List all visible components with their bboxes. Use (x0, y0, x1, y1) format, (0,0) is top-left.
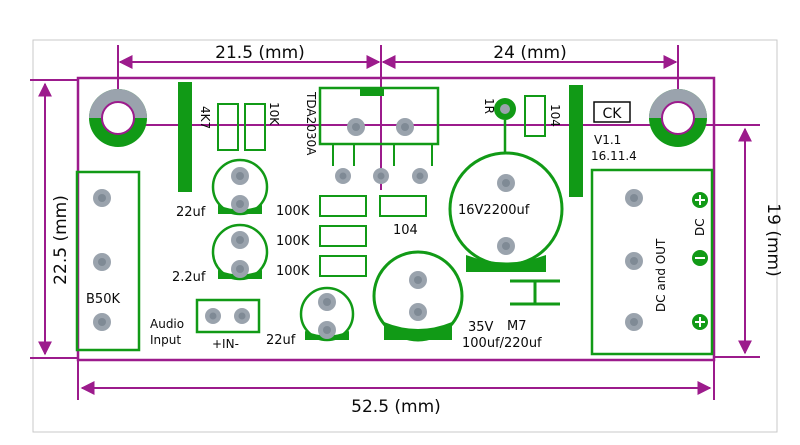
4k7-label: 4K7 (198, 106, 212, 129)
capacitor-2-2uf (211, 223, 269, 281)
potentiometer-outline (75, 170, 141, 352)
10k-top-label: 10K (267, 102, 281, 126)
potentiometer-pads (93, 189, 111, 331)
dim-top-right-label: 24 (mm) (493, 43, 566, 63)
dim-top-left-label: 21.5 (mm) (215, 43, 305, 63)
capacitor-104-top (524, 95, 546, 137)
mounting-hole-left (89, 89, 147, 147)
audio-input-connector (195, 298, 261, 334)
silkscreen-bar-left (178, 82, 192, 192)
mounting-hole-right (649, 89, 707, 147)
2-2uf-label: 2.2uf (172, 270, 206, 285)
100k-3-label: 100K (276, 264, 310, 279)
m7-label: M7 (507, 319, 527, 334)
dim-left-label: 22.5 (mm) (51, 195, 71, 285)
1r-label: 1R (482, 98, 496, 114)
dim-bottom: 52.5 (mm) (77, 360, 715, 417)
minus-icon (692, 250, 708, 266)
ck-box (593, 101, 631, 123)
dim-top-right: 24 (mm) (381, 43, 679, 125)
ck-label: CK (603, 106, 623, 122)
version-label: V1.1 (594, 133, 621, 147)
ic-pads (332, 118, 433, 184)
silkscreen-bar-right (569, 85, 583, 197)
ic-notch (360, 88, 384, 96)
audio-label: Audio (150, 317, 184, 331)
in-label: +IN- (212, 337, 239, 351)
resistor-100k-1 (319, 195, 367, 217)
104-top-label: 104 (548, 104, 562, 127)
100k-1-label: 100K (276, 204, 310, 219)
dc-out-connector (590, 168, 714, 356)
22uf-b-label: 22uf (266, 333, 296, 348)
104-mid-label: 104 (393, 223, 418, 238)
dim-left: 22.5 (mm) (30, 79, 78, 359)
100k-2-label: 100K (276, 234, 310, 249)
2200uf-label: 16V2200uf (458, 203, 530, 218)
dim-right-label: 19 (mm) (763, 203, 783, 276)
resistor-10k (244, 103, 266, 151)
capacitor-104-mid (379, 195, 427, 217)
b50k-label: B50K (86, 292, 120, 307)
dim-bottom-label: 52.5 (mm) (351, 397, 441, 417)
plus-icon-top (692, 192, 708, 208)
dc-out-pads (625, 189, 643, 331)
capacitor-22uf-b (299, 286, 355, 342)
resistor-100k-3 (319, 255, 367, 277)
dc-out-lower-label: DC (693, 218, 707, 236)
ic-label: TDA2030A (304, 91, 318, 156)
100uf-label: 100uf/220uf (462, 336, 542, 351)
plus-icon-bottom (692, 314, 708, 330)
dc-out-label: DC and OUT (654, 238, 668, 312)
ic-tda2030a (318, 86, 440, 146)
capacitor-2200uf (448, 151, 564, 272)
input-label: Input (150, 333, 181, 347)
resistor-100k-2 (319, 225, 367, 247)
35v-label: 35V (468, 320, 494, 335)
capacitor-100uf (372, 250, 464, 342)
22uf-a-label: 22uf (176, 205, 206, 220)
date-label: 16.11.4 (591, 149, 637, 163)
resistor-4k7 (217, 103, 239, 151)
audio-input-pads (205, 308, 250, 324)
diode-m7 (510, 279, 560, 306)
capacitor-22uf-a (211, 158, 269, 216)
dim-top-left: 21.5 (mm) (117, 43, 382, 190)
image-border (32, 39, 778, 433)
